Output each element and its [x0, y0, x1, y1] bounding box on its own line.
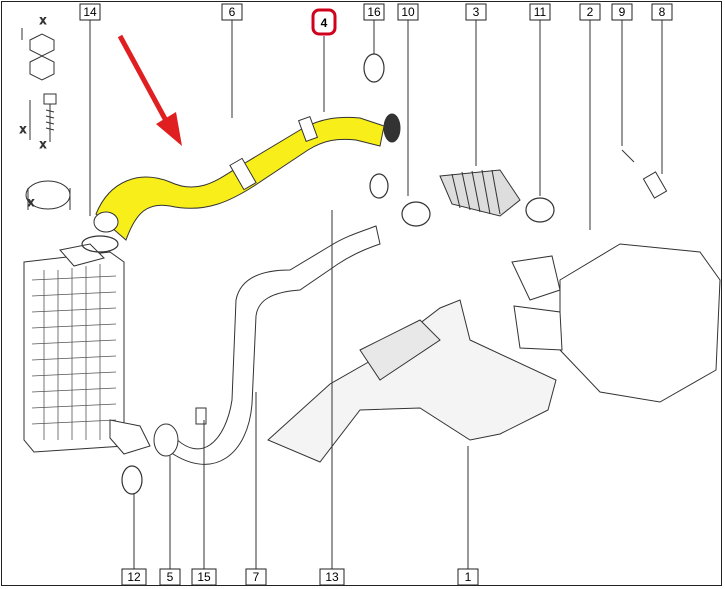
legend-icons: x x x x	[20, 13, 71, 210]
callout-7-label: 7	[253, 570, 260, 584]
nut-icon	[21, 28, 55, 81]
callouts-top: 14 6 4 16 10 3 11 2 9 8	[79, 3, 673, 36]
callout-6-label: 6	[229, 5, 236, 19]
clamp-icon	[25, 180, 71, 210]
clamps	[401, 197, 555, 227]
callout-3: 3	[465, 3, 487, 21]
callout-10-label: 10	[401, 5, 415, 19]
callout-9: 9	[611, 3, 633, 21]
callout-7: 7	[245, 568, 267, 586]
callout-3-label: 3	[473, 5, 480, 19]
callout-8-label: 8	[659, 5, 666, 19]
o-ring-12	[121, 465, 143, 495]
callout-16: 16	[363, 3, 385, 21]
callout-16-label: 16	[367, 5, 381, 19]
o-rings	[81, 53, 389, 495]
callout-9-label: 9	[619, 5, 626, 19]
dim-x-label-2: x	[20, 122, 26, 136]
callout-4-highlighted: 4	[311, 8, 337, 36]
callout-12: 12	[121, 568, 147, 586]
leader-lines	[89, 20, 663, 572]
callout-5: 5	[159, 568, 181, 586]
callout-11-label: 11	[534, 5, 547, 19]
corrugated-hose	[439, 169, 521, 217]
callout-11: 11	[529, 3, 551, 21]
pressure-sensor	[621, 149, 668, 199]
callout-2-label: 2	[587, 5, 594, 19]
callout-15-label: 15	[197, 570, 211, 584]
o-ring-13	[369, 173, 389, 199]
callout-1: 1	[457, 568, 479, 586]
yellow-hose	[93, 113, 401, 241]
callout-13: 13	[319, 568, 345, 586]
bolt-icon	[29, 93, 57, 142]
callout-1-label: 1	[465, 570, 472, 584]
callout-10: 10	[397, 3, 419, 21]
callout-14-label: 14	[83, 5, 97, 19]
callout-6: 6	[221, 3, 243, 21]
callout-8: 8	[651, 3, 673, 21]
o-ring-16	[363, 53, 385, 83]
callout-5-label: 5	[167, 570, 174, 584]
o-ring-14	[81, 235, 119, 253]
callout-13-label: 13	[325, 570, 339, 584]
callouts-bottom: 12 5 15 7 13 1	[121, 568, 479, 586]
dim-x-label-3: x	[40, 137, 46, 151]
callout-4-label: 4	[321, 16, 328, 30]
intercooler	[23, 243, 151, 455]
callout-14: 14	[79, 3, 101, 21]
lower-pipe	[153, 225, 381, 465]
turbo-engine	[511, 243, 721, 403]
dim-x-label-1: x	[40, 13, 46, 27]
air-intake-duct	[267, 299, 557, 463]
clamp-11	[525, 197, 555, 223]
clamp-10	[401, 201, 431, 227]
attention-arrow	[117, 34, 182, 146]
callout-12-label: 12	[127, 570, 141, 584]
callout-15: 15	[191, 568, 217, 586]
dim-x-label-4: x	[28, 195, 34, 209]
callout-2: 2	[579, 3, 601, 21]
